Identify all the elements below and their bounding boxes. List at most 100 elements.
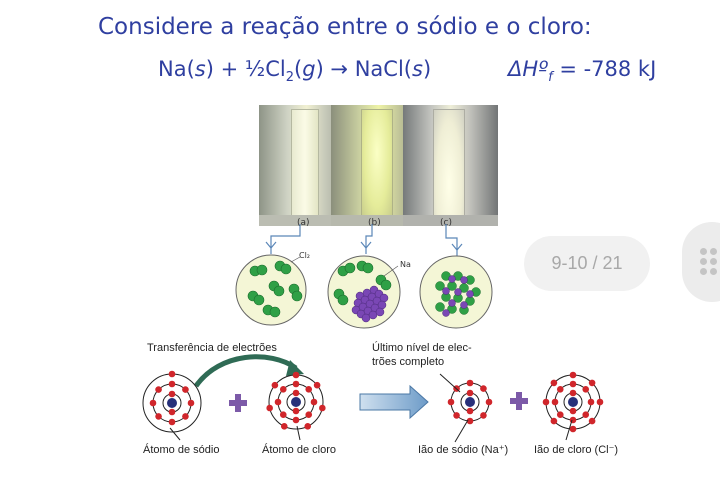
transfer-arrow-icon bbox=[193, 354, 298, 388]
eq-arrow: ) → NaCl( bbox=[315, 57, 412, 81]
electron bbox=[168, 370, 176, 378]
electron bbox=[292, 407, 300, 415]
electron bbox=[187, 399, 195, 407]
electron bbox=[569, 425, 577, 433]
electron bbox=[466, 379, 474, 387]
electron bbox=[292, 371, 300, 379]
electron bbox=[569, 389, 577, 397]
electron bbox=[466, 417, 474, 425]
electron bbox=[588, 417, 596, 425]
slide-title: Considere a reação entre o sódio e o clo… bbox=[98, 14, 592, 40]
eq-state-s1: s bbox=[194, 57, 206, 81]
electron bbox=[168, 408, 176, 416]
caption-c: (c) bbox=[440, 218, 452, 228]
electron bbox=[305, 385, 313, 393]
eq-sub2: 2 bbox=[285, 70, 295, 86]
chlorine-ion-label: Ião de cloro (Cl⁻) bbox=[534, 444, 619, 456]
eq-cl: ) + ½Cl bbox=[205, 57, 286, 81]
connector-arrow-a bbox=[270, 224, 301, 254]
electron bbox=[305, 411, 313, 419]
electron bbox=[466, 389, 474, 397]
last-level-label-1: Último nível de elec- bbox=[372, 342, 472, 354]
electron bbox=[485, 398, 493, 406]
electron bbox=[292, 416, 300, 424]
electron bbox=[569, 371, 577, 379]
electron bbox=[466, 407, 474, 415]
transfer-label: Transferência de electrões bbox=[147, 342, 277, 354]
electron bbox=[582, 385, 590, 393]
electron bbox=[447, 398, 455, 406]
sodium-lattice bbox=[351, 285, 389, 323]
enthalpy: ΔHºf = -788 kJ bbox=[508, 57, 656, 85]
electron bbox=[313, 381, 321, 389]
electron bbox=[304, 423, 312, 430]
reaction-equation: Na(s) + ½Cl2(g) → NaCl(s) bbox=[158, 57, 431, 85]
electron bbox=[550, 379, 558, 387]
electron bbox=[168, 418, 176, 426]
electron bbox=[588, 379, 596, 387]
caption-b: (b) bbox=[368, 218, 381, 228]
electron bbox=[569, 380, 577, 388]
electron bbox=[596, 398, 604, 406]
electron bbox=[319, 404, 326, 412]
connector-arrows bbox=[265, 224, 463, 256]
electron bbox=[279, 411, 287, 419]
electron bbox=[292, 389, 300, 397]
chlorine-ion bbox=[542, 371, 604, 433]
reaction-arrow-icon bbox=[359, 384, 429, 420]
electron bbox=[149, 399, 157, 407]
electron bbox=[480, 412, 487, 419]
electron bbox=[310, 398, 318, 406]
electron bbox=[587, 398, 595, 406]
sodium-atom-label: Átomo de sódio bbox=[143, 444, 220, 456]
caption-a: (a) bbox=[297, 218, 310, 228]
cl2-na-circle bbox=[327, 255, 401, 329]
electron bbox=[182, 386, 189, 393]
electron bbox=[542, 398, 550, 406]
nacl-crystal-circle bbox=[419, 255, 493, 329]
sodium-ion bbox=[447, 379, 493, 425]
chlorine-atom-label: Átomo de cloro bbox=[262, 444, 336, 456]
page-indicator[interactable]: 9-10 / 21 bbox=[524, 236, 650, 291]
sodium-atom bbox=[142, 370, 202, 433]
electron bbox=[279, 385, 287, 393]
nucleus bbox=[465, 397, 475, 407]
electron bbox=[168, 380, 176, 388]
electron bbox=[550, 417, 558, 425]
electron bbox=[155, 386, 162, 393]
electron bbox=[556, 385, 564, 393]
plus-icon-2 bbox=[510, 392, 528, 410]
electron bbox=[551, 398, 559, 406]
electron bbox=[453, 412, 460, 419]
eq-state-g: g bbox=[302, 57, 316, 81]
electron bbox=[274, 398, 282, 406]
cl2-gas-circle bbox=[235, 254, 307, 326]
sodium-ion-label: Ião de sódio (Na⁺) bbox=[418, 444, 509, 456]
electron bbox=[280, 423, 288, 430]
electron bbox=[569, 416, 577, 424]
electron bbox=[292, 380, 300, 388]
electron bbox=[582, 411, 590, 419]
eq-open: ( bbox=[294, 57, 303, 81]
nucleus bbox=[167, 398, 177, 408]
nacl-lattice bbox=[435, 271, 481, 317]
plus-icon bbox=[229, 394, 247, 412]
electron bbox=[168, 390, 176, 398]
photo-c bbox=[403, 105, 498, 226]
connector-arrow-c bbox=[445, 224, 458, 256]
eq-dh-value: = -788 kJ bbox=[552, 57, 657, 81]
electron bbox=[480, 385, 487, 392]
eq-dh: ΔHº bbox=[508, 57, 549, 81]
electron bbox=[569, 407, 577, 415]
connector-arrow-b bbox=[365, 224, 373, 254]
chlorine-atom bbox=[266, 371, 326, 430]
nucleus bbox=[568, 397, 578, 407]
nucleus bbox=[291, 397, 301, 407]
electron bbox=[556, 411, 564, 419]
electron bbox=[266, 404, 273, 412]
eq-state-s2: s bbox=[411, 57, 423, 81]
cl2-label: Cl₂ bbox=[299, 251, 311, 260]
eq-close: ) bbox=[422, 57, 432, 81]
electron bbox=[271, 381, 279, 389]
